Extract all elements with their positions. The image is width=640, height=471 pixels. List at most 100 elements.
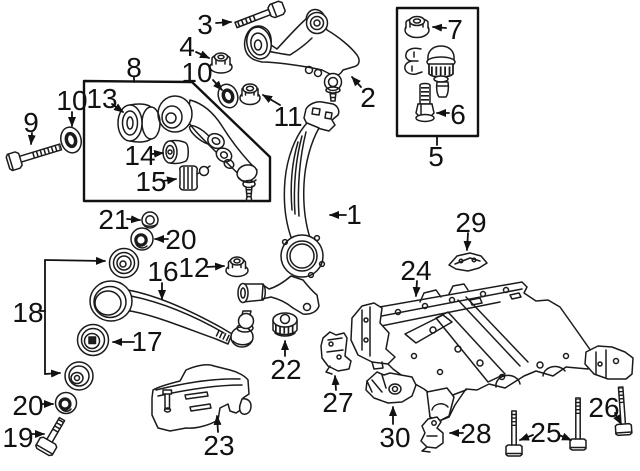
- callout-28: 28: [449, 418, 492, 449]
- callout-2: 2: [351, 76, 376, 113]
- callout-8: 8: [126, 52, 142, 83]
- part-subframe: [350, 281, 634, 422]
- callout-17: 17: [112, 326, 163, 357]
- part-bracket-27: [320, 331, 352, 375]
- callout-4: 4: [179, 31, 210, 62]
- callout-26: 26: [588, 392, 622, 425]
- part-splash-shield: [151, 364, 252, 432]
- callout-3: 3: [197, 9, 232, 40]
- callout-label-12: 12: [178, 252, 209, 283]
- callout-label-7: 7: [447, 14, 463, 45]
- part-ball-joint-assembly: [404, 45, 456, 98]
- callout-9: 9: [23, 107, 39, 145]
- callout-label-22: 22: [270, 354, 301, 385]
- part-washer-20a: [130, 227, 154, 251]
- callout-15: 15: [135, 166, 177, 197]
- callout-20: 20: [154, 224, 197, 255]
- part-bushing-18-top: [108, 247, 140, 279]
- part-front-lower-arm: [89, 280, 255, 348]
- callout-10: 10: [181, 57, 223, 91]
- part-ball-joint-15: [179, 165, 211, 191]
- callout-21: 21: [98, 204, 141, 235]
- callout-label-11: 11: [273, 101, 302, 132]
- part-nut-4: [209, 52, 233, 74]
- part-washer-10a: [60, 126, 82, 154]
- callout-label-21: 21: [98, 204, 129, 235]
- callout-1: 1: [329, 199, 362, 230]
- callout-label-26: 26: [588, 392, 619, 423]
- callout-label-28: 28: [460, 418, 491, 449]
- part-bolt-9: [5, 143, 63, 172]
- callout-label-4: 4: [179, 31, 195, 62]
- callout-23: 23: [203, 415, 235, 461]
- callout-18: 18: [12, 256, 106, 378]
- callout-label-27: 27: [322, 387, 353, 418]
- callout-label-15: 15: [135, 166, 166, 197]
- callout-label-25: 25: [530, 417, 561, 448]
- part-upper-control-arm: [243, 8, 360, 102]
- callout-20: 20: [12, 390, 54, 421]
- callout-label-2: 2: [360, 82, 376, 113]
- callout-25: 25: [519, 417, 572, 448]
- callout-label-19: 19: [2, 422, 33, 453]
- callout-label-10: 10: [181, 57, 212, 88]
- callout-22: 22: [270, 340, 302, 385]
- part-rear-lower-arm: [157, 95, 258, 203]
- callout-label-13: 13: [86, 83, 117, 114]
- callout-label-3: 3: [197, 9, 213, 40]
- callout-24: 24: [400, 255, 432, 297]
- callout-label-17: 17: [131, 326, 162, 357]
- callout-27: 27: [322, 375, 354, 418]
- part-bolt-26: [614, 386, 633, 437]
- callout-label-8: 8: [126, 52, 142, 83]
- callout-label-20: 20: [12, 390, 43, 421]
- part-nut-12: [225, 256, 249, 278]
- callout-10: 10: [56, 85, 88, 127]
- part-nut-11: [239, 83, 261, 106]
- callout-label-6: 6: [450, 99, 466, 130]
- callout-label-20: 20: [165, 224, 196, 255]
- callout-29: 29: [455, 207, 487, 251]
- part-bolt-25b: [569, 397, 587, 451]
- callout-14: 14: [124, 140, 164, 171]
- part-cap-nut-21: [141, 211, 159, 229]
- callout-label-30: 30: [379, 422, 410, 453]
- callout-label-29: 29: [455, 207, 486, 238]
- callout-layer: 1234567891010111213141516171819202021222…: [2, 9, 622, 461]
- callout-label-16: 16: [147, 256, 178, 287]
- part-bushing-18-lower: [64, 361, 94, 391]
- callout-label-5: 5: [428, 141, 444, 172]
- part-bolt-25a: [505, 410, 523, 457]
- part-steering-knuckle: [237, 101, 340, 315]
- part-bushing-22: [272, 312, 298, 337]
- callout-6: 6: [436, 99, 466, 130]
- part-bolt-6: [415, 82, 435, 123]
- callout-16: 16: [147, 256, 179, 300]
- part-nut-7: [404, 15, 430, 39]
- callout-7: 7: [432, 14, 463, 45]
- callout-label-9: 9: [23, 107, 39, 138]
- callout-30: 30: [379, 406, 411, 453]
- part-bushing-17: [76, 323, 110, 357]
- part-stone-guard-30: [365, 371, 417, 404]
- callout-label-10: 10: [56, 85, 87, 116]
- part-bracket-28: [420, 416, 444, 453]
- callout-12: 12: [178, 252, 225, 283]
- part-bolt-19: [35, 416, 66, 457]
- callout-label-24: 24: [400, 255, 431, 286]
- callout-label-18: 18: [12, 297, 43, 328]
- part-washer-20b: [54, 391, 78, 415]
- callout-19: 19: [2, 422, 45, 453]
- part-bracket-29: [448, 252, 488, 272]
- callout-5: 5: [428, 135, 444, 172]
- callout-label-14: 14: [124, 140, 155, 171]
- callout-label-23: 23: [203, 430, 234, 461]
- part-bushing-14: [162, 139, 189, 165]
- kit-box-8: [82, 79, 272, 203]
- part-bushing-13: [117, 103, 161, 143]
- part-washer-10b: [217, 83, 239, 109]
- callout-11: 11: [262, 94, 303, 132]
- callout-label-1: 1: [346, 199, 362, 230]
